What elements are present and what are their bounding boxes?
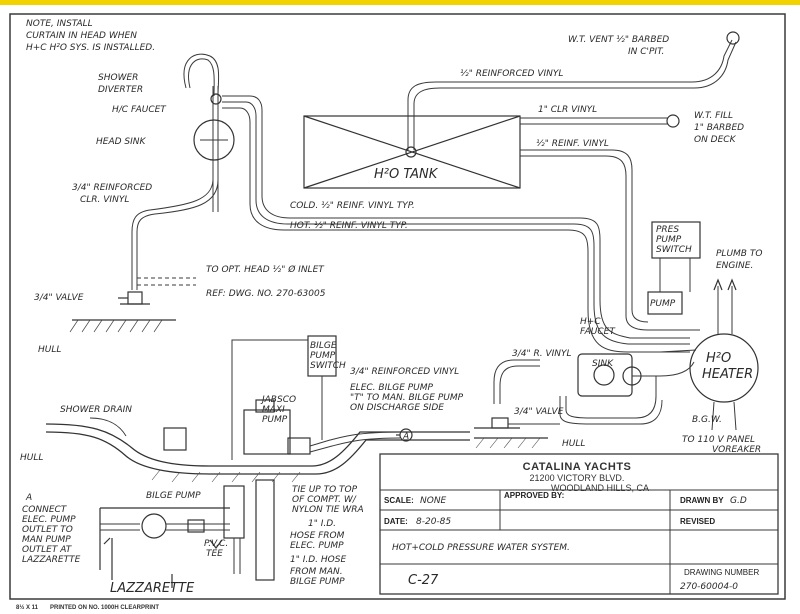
elec-bilge-line2: "T" TO MAN. BILGE PUMP	[350, 393, 464, 403]
hose-man-line1: 1" I.D. HOSE	[290, 555, 346, 565]
vent-label-line2: IN C'PIT.	[628, 47, 664, 57]
press-switch-line3: SWITCH	[656, 245, 692, 255]
valve-34b-label: 3/4" VALVE	[514, 407, 564, 417]
company-address2: WOODLAND HILLS, CA	[551, 483, 649, 493]
clr-vinyl-label: 1" CLR VINYL	[538, 105, 597, 115]
rvinyl-34-label: 3/4" R. VINYL	[512, 349, 572, 359]
wt-fill-line2: 1" BARBED	[694, 123, 744, 133]
hot-line-label: HOT. ½" REINF. VINYL TYP.	[290, 221, 408, 231]
hose-man-line3: BILGE PUMP	[290, 577, 345, 587]
sheet-code: C-27	[408, 573, 439, 588]
hull-label-lower: HULL	[20, 453, 43, 463]
piping	[118, 31, 759, 431]
drawing-title: HOT+COLD PRESSURE WATER SYSTEM.	[392, 543, 570, 553]
drawn-label: DRAWN BY	[680, 496, 724, 505]
drawn-value: G.D	[730, 496, 747, 506]
hc-faucet2-line2: FAUCET	[580, 327, 616, 337]
lazzarette-inset	[99, 479, 275, 588]
date-label: DATE:	[384, 517, 408, 526]
pvc-tee-line1: P.V.C.	[204, 539, 228, 549]
cold-line-label: COLD. ½" REINF. VINYL TYP.	[290, 201, 415, 211]
hc-faucet-label: H/C FAUCET	[112, 105, 167, 115]
scale-value: NONE	[420, 496, 447, 506]
tie-up-line3: NYLON TIE WRA	[292, 505, 364, 515]
heater-line2: HEATER	[702, 367, 753, 382]
approved-label: APPROVED BY:	[504, 491, 564, 500]
hull-lines	[45, 319, 548, 483]
vent-label-line1: W.T. VENT ½" BARBED	[568, 35, 669, 45]
hc-faucet2-line1: H+C	[580, 317, 601, 327]
jabsco-line1: JABSCO	[260, 395, 296, 405]
scale-label: SCALE:	[384, 496, 414, 505]
company-name: CATALINA YACHTS	[523, 461, 632, 473]
opt-head-label: TO OPT. HEAD ½" Ø INLET	[206, 264, 325, 275]
heater-line1: H²O	[706, 351, 731, 366]
hose-elec-line3: ELEC. PUMP	[290, 541, 344, 551]
shower-drain-label: SHOWER DRAIN	[60, 405, 132, 415]
company-address1: 21200 VICTORY BLVD.	[530, 473, 625, 483]
shower-diverter-line2: DIVERTER	[98, 85, 143, 95]
note-install-line3: H+C H²O SYS. IS INSTALLED.	[26, 43, 155, 53]
top-color-bar	[0, 0, 800, 5]
tie-up-line2: OF COMPT. W/	[292, 495, 357, 505]
bilge-switch-line1: BILGE	[310, 341, 337, 351]
wt-fill-line1: W.T. FILL	[694, 111, 733, 121]
revised-label: REVISED	[680, 517, 715, 526]
plumb-engine-line2: ENGINE.	[716, 261, 753, 271]
printed-on: PRINTED ON NO. 1000H CLEARPRINT	[50, 605, 159, 611]
hose-elec-line2: HOSE FROM	[290, 531, 345, 541]
hull-label-right: HULL	[562, 439, 585, 449]
bgw-line3: VOREAKER	[712, 445, 761, 455]
bilge-pump-label: BILGE PUMP	[146, 491, 201, 501]
shower-diverter-line1: SHOWER	[98, 73, 138, 83]
connect-line6: LAZZARETTE	[22, 555, 81, 565]
plumb-engine-line1: PLUMB TO	[716, 249, 762, 259]
paper-size: 8½ X 11	[16, 604, 39, 611]
connect-line2: ELEC. PUMP	[22, 515, 76, 525]
press-switch-line2: PUMP	[656, 235, 682, 245]
sink-label: SINK	[592, 359, 614, 369]
reinforced-vinyl-34-label: 3/4" REINFORCED VINYL	[350, 367, 459, 377]
drawing-border	[9, 13, 786, 600]
connect-line1: CONNECT	[22, 505, 68, 515]
ref-dwg-label: REF: DWG. NO. 270-63005	[206, 289, 326, 299]
hose-elec-line1: 1" I.D.	[308, 519, 336, 529]
bilge-switch-line2: PUMP	[310, 351, 336, 361]
reinforced-vinyl-top-label: ½" REINFORCED VINYL	[460, 69, 563, 79]
marker-a-left: A	[25, 493, 32, 503]
head-sink-label: HEAD SINK	[96, 137, 147, 147]
note-install-line1: NOTE, INSTALL	[26, 19, 93, 29]
clr-vinyl-34-line2: CLR. VINYL	[80, 195, 129, 205]
pvc-tee-line2: TEE	[206, 549, 223, 559]
date-value: 8-20-85	[416, 517, 451, 527]
tie-up-line1: TIE UP TO TOP	[292, 485, 358, 495]
elec-bilge-line1: ELEC. BILGE PUMP	[350, 383, 434, 393]
tank-label: H²O TANK	[374, 167, 439, 182]
valve-34-label: 3/4" VALVE	[34, 293, 84, 303]
jabsco-line2: MAXI	[262, 405, 285, 415]
clr-vinyl-34-line1: 3/4" REINFORCED	[72, 183, 152, 193]
connect-line5: OUTLET AT	[22, 545, 73, 555]
bgw-line2: TO 110 V PANEL	[682, 435, 755, 445]
bgw-line1: B.G.W.	[692, 415, 722, 425]
drawing-number-label: DRAWING NUMBER	[684, 568, 759, 577]
wt-fill-line3: ON DECK	[694, 135, 737, 145]
reinf-vinyl-label: ½" REINF. VINYL	[536, 139, 609, 149]
connect-line3: OUTLET TO	[22, 525, 73, 535]
marker-a-right: A	[402, 432, 409, 442]
note-install-line2: CURTAIN IN HEAD WHEN	[26, 31, 137, 41]
press-switch-line1: PRES	[656, 225, 679, 235]
bilge-switch-line3: SWITCH	[310, 361, 346, 371]
connect-line4: MAN PUMP	[22, 535, 71, 545]
hose-man-line2: FROM MAN.	[290, 567, 343, 577]
hull-label-upper: HULL	[38, 345, 61, 355]
jabsco-line3: PUMP	[262, 415, 288, 425]
drawing-number-value: 270-60004-0	[680, 582, 738, 592]
lazzarette-label: LAZZARETTE	[110, 581, 195, 596]
pump-label: PUMP	[650, 299, 676, 309]
title-block	[379, 453, 779, 595]
elec-bilge-line3: ON DISCHARGE SIDE	[350, 403, 444, 413]
